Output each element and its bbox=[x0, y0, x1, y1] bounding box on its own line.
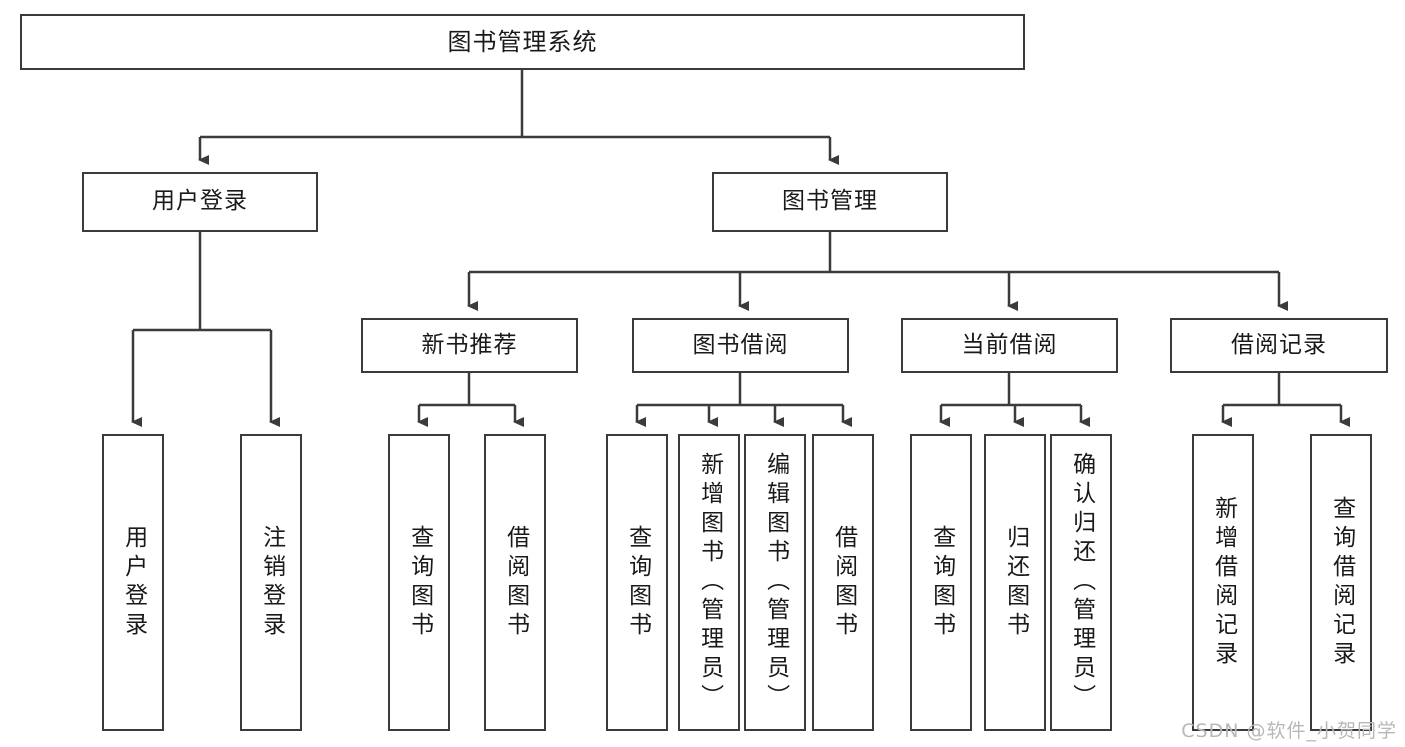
leaf-return-book[interactable]: 归还图书 bbox=[984, 434, 1046, 731]
leaf-add-book-admin[interactable]: 新增图书（管理员） bbox=[678, 434, 740, 731]
node-new-book-recommend[interactable]: 新书推荐 bbox=[361, 318, 578, 373]
node-book-management[interactable]: 图书管理 bbox=[712, 172, 948, 232]
leaf-query-book-current[interactable]: 查询图书 bbox=[910, 434, 972, 731]
watermark-text: CSDN @软件_小贺同学 bbox=[1181, 720, 1397, 742]
leaf-lend-book[interactable]: 借阅图书 bbox=[812, 434, 874, 731]
node-user-login[interactable]: 用户登录 bbox=[82, 172, 318, 232]
node-root-system[interactable]: 图书管理系统 bbox=[20, 14, 1025, 70]
leaf-query-book-newbook[interactable]: 查询图书 bbox=[388, 434, 450, 731]
node-current-borrow[interactable]: 当前借阅 bbox=[901, 318, 1118, 373]
node-book-borrow[interactable]: 图书借阅 bbox=[632, 318, 849, 373]
leaf-add-borrow-record[interactable]: 新增借阅记录 bbox=[1192, 434, 1254, 731]
leaf-borrow-book-newbook[interactable]: 借阅图书 bbox=[484, 434, 546, 731]
leaf-logout[interactable]: 注销登录 bbox=[240, 434, 302, 731]
leaf-user-login[interactable]: 用户登录 bbox=[102, 434, 164, 731]
leaf-query-book-borrow[interactable]: 查询图书 bbox=[606, 434, 668, 731]
leaf-query-borrow-record[interactable]: 查询借阅记录 bbox=[1310, 434, 1372, 731]
leaf-confirm-return-admin[interactable]: 确认归还（管理员） bbox=[1050, 434, 1112, 731]
leaf-edit-book-admin[interactable]: 编辑图书（管理员） bbox=[744, 434, 806, 731]
node-borrow-record[interactable]: 借阅记录 bbox=[1170, 318, 1388, 373]
